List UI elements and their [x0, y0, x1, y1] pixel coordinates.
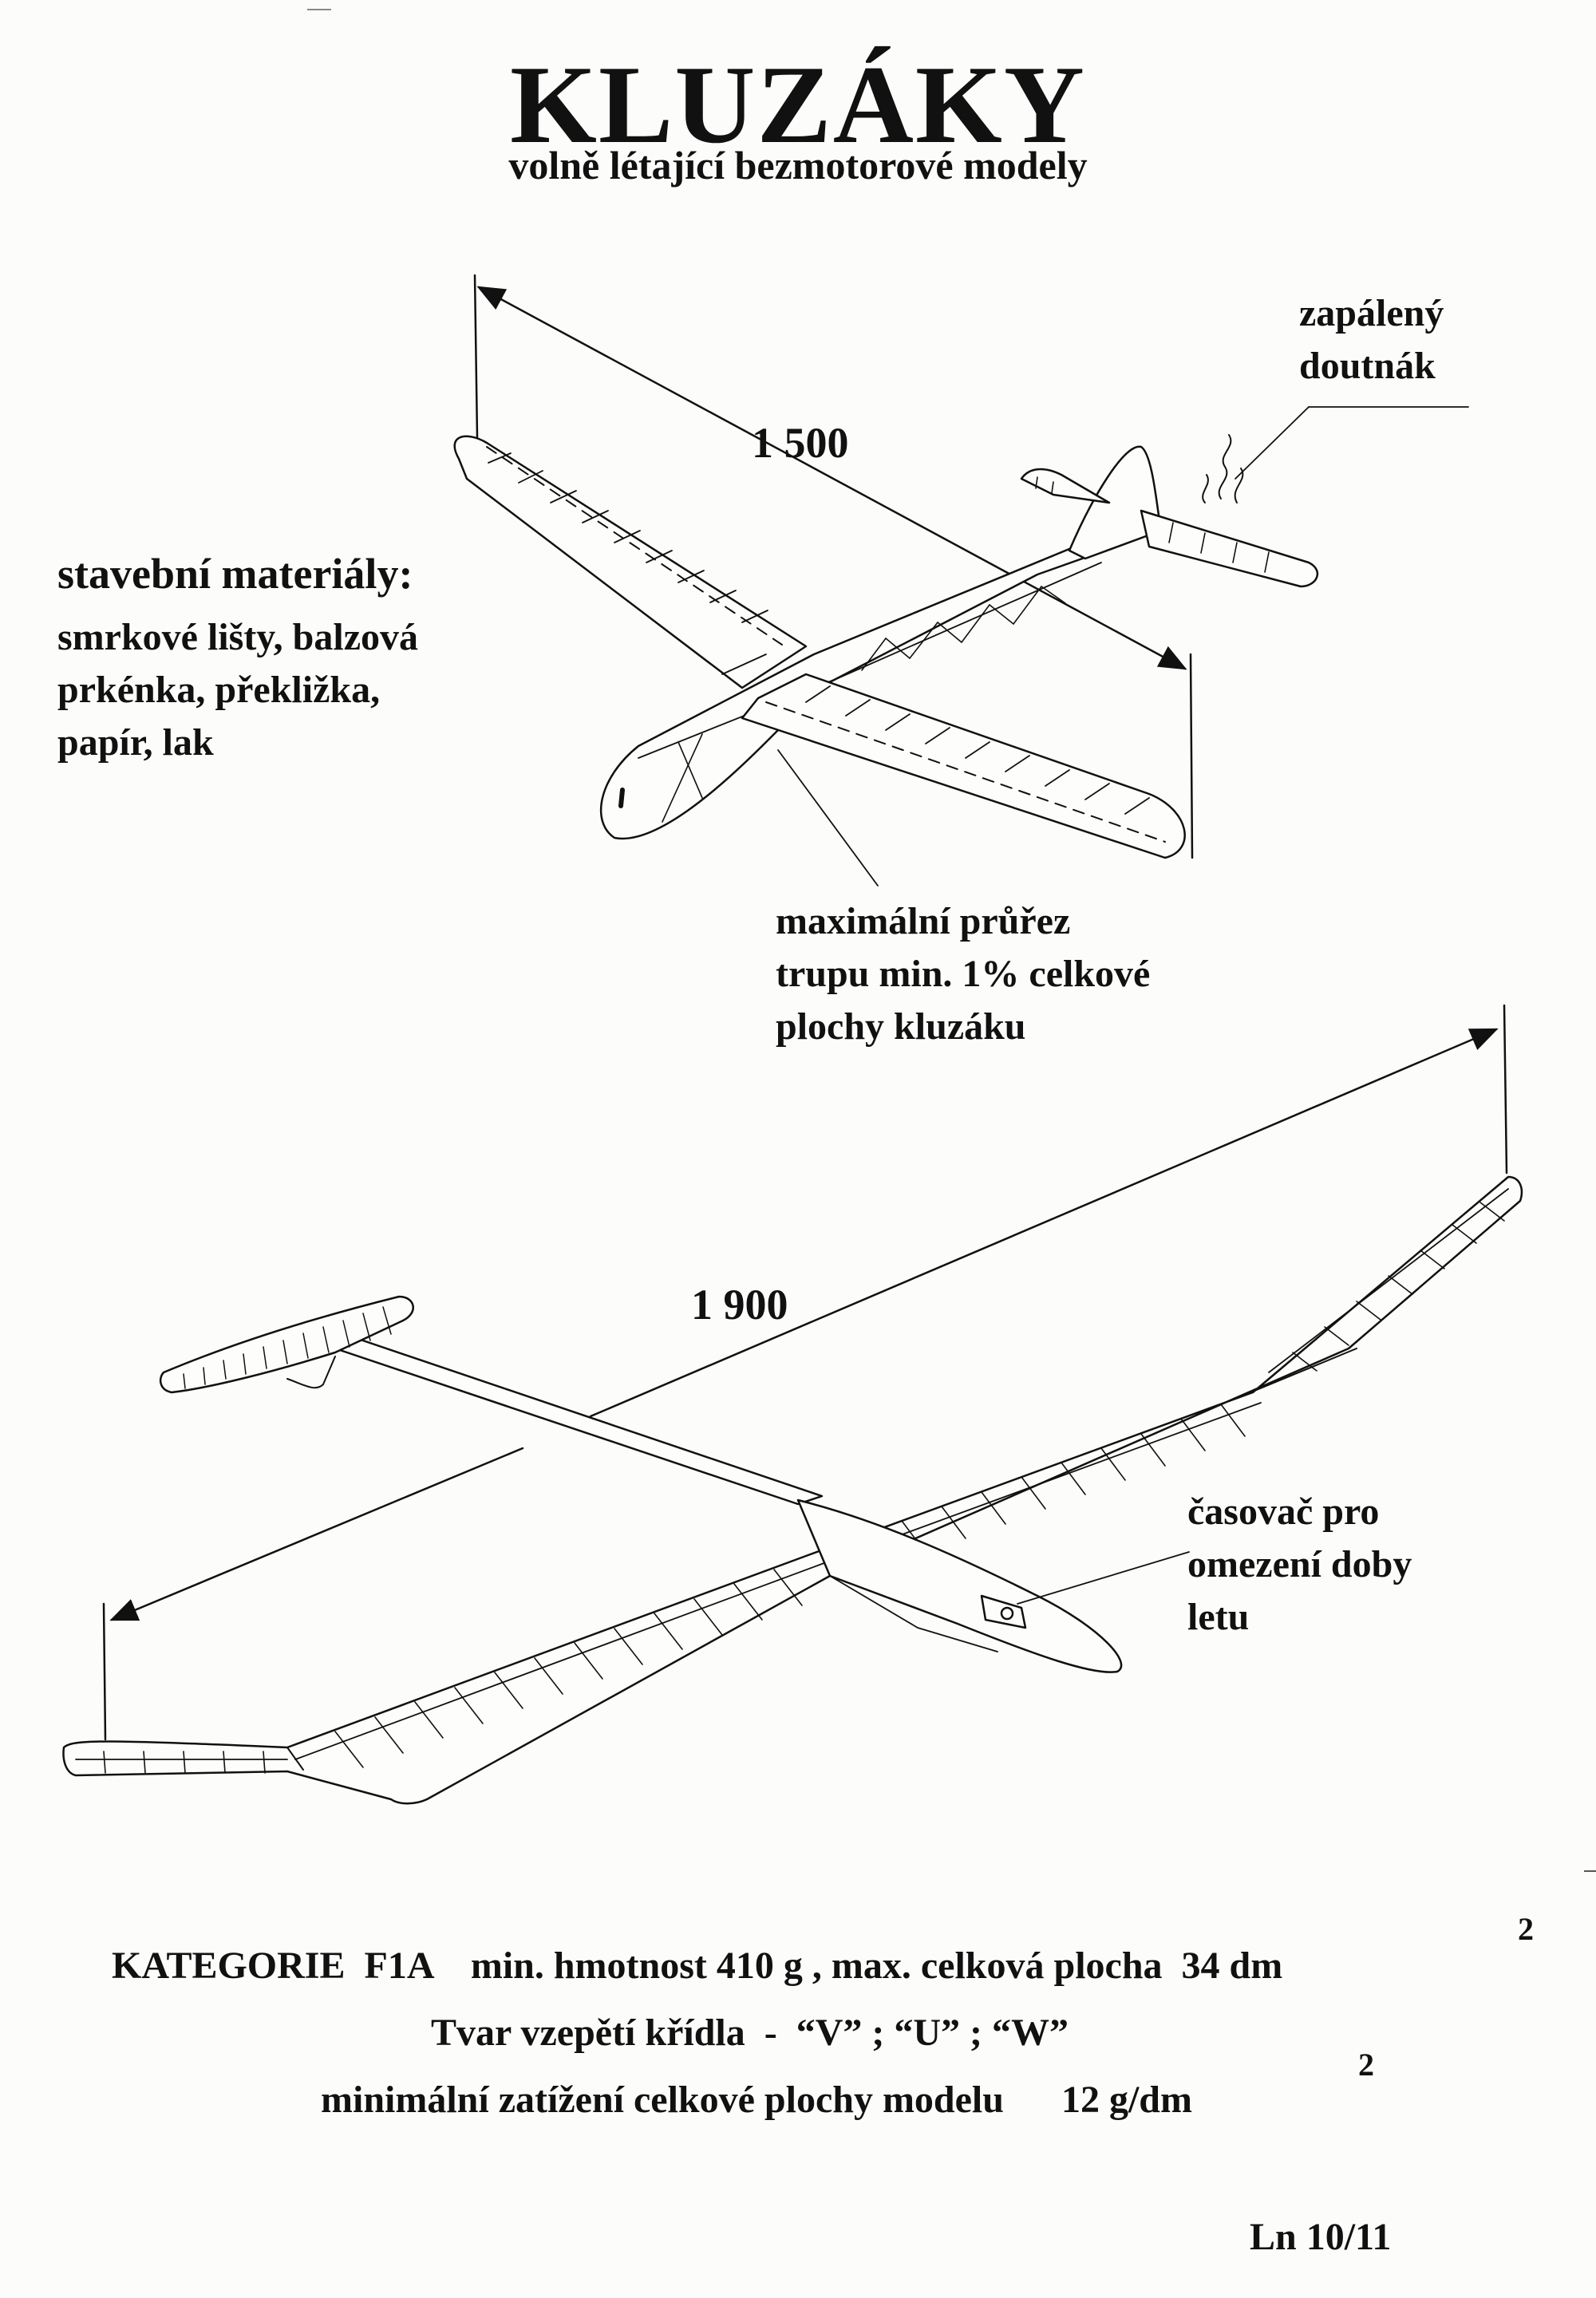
materials-heading: stavební materiály: [57, 550, 413, 598]
extension-line-left [473, 274, 479, 439]
leader-timer [1017, 1551, 1190, 1605]
large-fuselage-pod [796, 1498, 1123, 1673]
fuse-label-line: doutnák [1299, 345, 1436, 387]
dimension-label-1900: 1 900 [691, 1281, 788, 1329]
extension-line-right-large [1503, 1004, 1508, 1175]
dimension-line-1500 [476, 286, 1187, 670]
large-stabilizer-ribs [183, 1306, 392, 1389]
dimension-line-1900-b [589, 1028, 1499, 1418]
small-right-wing [741, 673, 1186, 859]
extension-line-right [1189, 653, 1194, 859]
dimension-line-1900-a [109, 1447, 524, 1621]
timer-icon [980, 1594, 1027, 1629]
cross-section-note: maximální průřez trupu min. 1% celkové p… [776, 895, 1150, 1053]
small-stabilizer [1020, 468, 1111, 504]
timer-note: časovač pro omezení doby letu [1187, 1486, 1412, 1644]
large-wing [62, 1175, 1523, 1805]
cross-section-line: maximální průřez [776, 900, 1071, 942]
small-fuselage [599, 515, 1163, 840]
large-stabilizer [159, 1295, 414, 1394]
materials-line: papír, lak [57, 721, 214, 764]
fuse-label-line: zapálený [1299, 292, 1444, 334]
large-glider-drawing [62, 1004, 1523, 1805]
fuse-label: zapálený doutnák [1299, 287, 1444, 393]
spec-category-superscript: 2 [1518, 1911, 1534, 1947]
page-subtitle: volně létající bezmotorové modely [508, 143, 1088, 188]
spec-loading-superscript: 2 [1358, 2047, 1374, 2083]
cross-section-line: trupu min. 1% celkové [776, 953, 1151, 995]
spec-loading: minimální zatížení celkové plochy modelu… [321, 2079, 1192, 2121]
large-wing-ribs [103, 1202, 1505, 1774]
footer-ref: Ln 10/11 [1250, 2216, 1392, 2258]
leader-fuse [1235, 406, 1310, 480]
large-fuselage-boom [334, 1335, 824, 1506]
extension-line-left-large [102, 1602, 107, 1741]
timer-line: časovač pro [1187, 1491, 1380, 1533]
dimension-label-1500: 1 500 [752, 419, 849, 467]
small-glider-drawing [453, 274, 1469, 886]
materials-list: smrkové lišty, balzová prkénka, překližk… [57, 611, 418, 769]
small-left-wing [453, 435, 808, 689]
spec-dihedral: Tvar vzepětí křídla - “V” ; “U” ; “W” [431, 2012, 1069, 2054]
timer-line: omezení doby [1187, 1543, 1412, 1585]
leader-cross-section [777, 749, 879, 886]
materials-line: smrkové lišty, balzová [57, 616, 418, 658]
materials-line: prkénka, překližka, [57, 669, 381, 711]
timer-line: letu [1187, 1596, 1250, 1638]
page-title: KLUZÁKY [510, 43, 1086, 167]
spec-category: KATEGORIE F1A min. hmotnost 410 g , max.… [112, 1945, 1283, 1987]
cross-section-line: plochy kluzáku [776, 1005, 1026, 1048]
